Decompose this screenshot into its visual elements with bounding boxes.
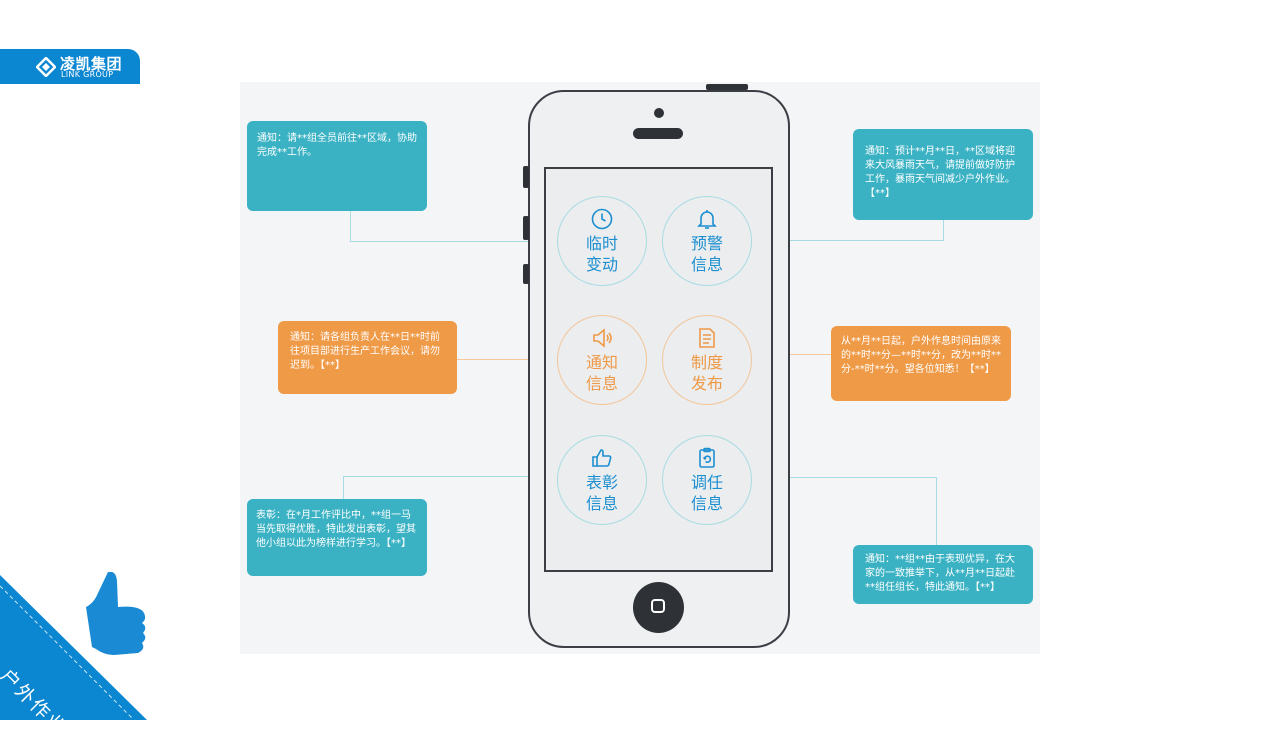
app-warning[interactable]: 预警 信息 (662, 196, 752, 286)
home-button[interactable] (633, 582, 684, 633)
app-policy[interactable]: 制度 发布 (662, 315, 752, 405)
connector-commend (343, 476, 344, 500)
clock-icon (591, 208, 613, 230)
connector-notice (457, 359, 558, 360)
notice-warning: 通知：预计**月**日，**区域将迎来大风暴雨天气，请提前做好防护工作，暴雨天气… (853, 129, 1033, 220)
brand-name-en: LINK GROUP (61, 70, 114, 79)
side-button-mute (523, 166, 529, 188)
connector-transfer-h (752, 477, 937, 478)
logo-tab: 凌凯集团 LINK GROUP (0, 49, 140, 84)
app-temp-change[interactable]: 临时 变动 (557, 196, 647, 286)
connector-temp-h (350, 241, 558, 242)
notice-policy: 从**月**日起，户外作息时间由原来的**时**分—**时**分，改为**时**… (831, 326, 1011, 401)
notice-temp-change: 通知：请**组全员前往**区域，协助完成**工作。 (247, 121, 427, 211)
app-label: 制度 发布 (690, 353, 723, 393)
speaker-icon (593, 328, 612, 348)
connector-commend-h (343, 476, 558, 477)
notice-transfer: 通知：**组**由于表现优异，在大家的一致推举下，从**月**日起赴**组任组长… (853, 545, 1033, 604)
connector-warning-h (752, 240, 944, 241)
connector-temp (350, 211, 351, 242)
thumbs-up-icon (86, 572, 146, 655)
app-label: 预警 信息 (690, 234, 723, 274)
thumbs-up-icon (592, 449, 612, 467)
bell-icon (697, 210, 717, 229)
notice-commend: 表彰：在*月工作评比中，**组一马当先取得优胜，特此发出表彰，望其他小组以此为榜… (247, 499, 427, 576)
app-label: 表彰 信息 (585, 473, 618, 513)
connector-warning (943, 220, 944, 241)
home-square-icon (651, 599, 665, 613)
connector-transfer (936, 477, 937, 547)
app-label: 通知 信息 (585, 353, 618, 393)
power-button (706, 84, 748, 90)
logo-diamond-icon (36, 57, 56, 77)
app-label: 调任 信息 (690, 473, 723, 513)
app-notice[interactable]: 通知 信息 (557, 315, 647, 405)
phone-speaker (633, 128, 683, 139)
side-button-vol-up (523, 216, 529, 240)
notice-general: 通知：请各组负责人在**日**时前往项目部进行生产工作会议，请勿迟到。【**】 (278, 321, 457, 394)
camera-dot (654, 108, 664, 118)
corner-banner (0, 572, 147, 720)
document-icon (699, 328, 715, 348)
side-button-vol-down (523, 264, 529, 284)
app-commend[interactable]: 表彰 信息 (557, 435, 647, 525)
brand-name-cn: 凌凯集团 (60, 55, 123, 73)
clipboard-icon (699, 447, 715, 468)
app-transfer[interactable]: 调任 信息 (662, 435, 752, 525)
connector-policy (752, 354, 832, 355)
app-label: 临时 变动 (585, 234, 618, 274)
